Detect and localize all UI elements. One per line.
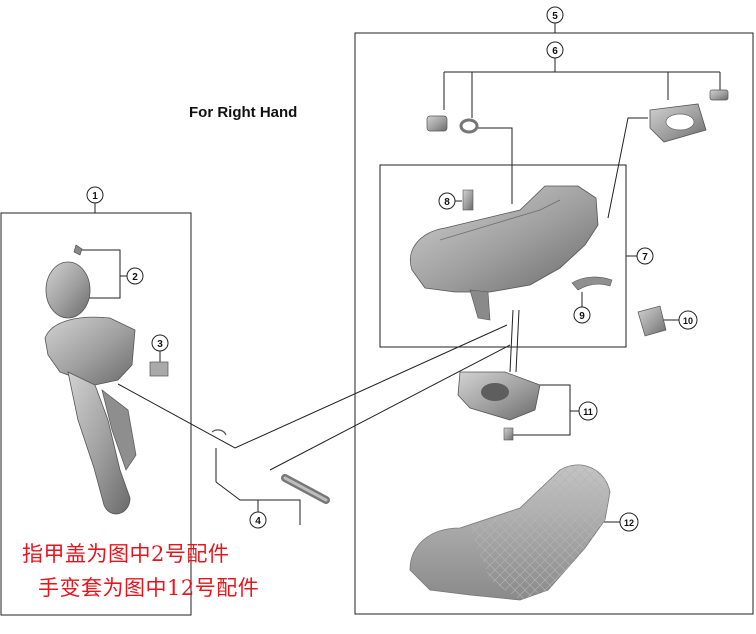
- brake-lever-blade: [67, 371, 131, 515]
- callout-4: 4: [249, 511, 267, 529]
- callout-5: 5: [546, 6, 564, 24]
- svg-text:9: 9: [579, 311, 585, 322]
- part-6-washer: [459, 118, 479, 134]
- svg-text:3: 3: [157, 339, 163, 350]
- svg-text:7: 7: [642, 252, 648, 263]
- part-7-body: [410, 185, 599, 293]
- part-2-screw: [73, 244, 83, 256]
- svg-text:11: 11: [583, 407, 593, 417]
- callout-12: 12: [619, 512, 639, 532]
- callout-1: 1: [86, 186, 104, 204]
- part-10-plate: [637, 305, 667, 337]
- shift-lever-blade: [101, 389, 137, 471]
- part-3-piece: [149, 361, 169, 377]
- callout-3: 3: [151, 334, 169, 352]
- part-9-spring: [571, 276, 613, 291]
- svg-text:1: 1: [92, 191, 98, 202]
- callout-11: 11: [578, 401, 598, 421]
- lever-assembly: [44, 244, 330, 515]
- callout-10: 10: [678, 310, 698, 330]
- diagram-title: For Right Hand: [189, 104, 298, 121]
- part-6-set: [426, 89, 729, 143]
- main-body: [410, 185, 667, 337]
- callout-7: 7: [636, 247, 654, 265]
- callout-2: 2: [126, 267, 144, 285]
- note-line-1: 指甲盖为图中2号配件: [22, 542, 230, 566]
- svg-text:2: 2: [132, 272, 138, 283]
- part-11-set: [457, 371, 541, 441]
- svg-text:12: 12: [624, 518, 634, 528]
- svg-text:4: 4: [255, 516, 261, 527]
- part-12-hood: [409, 464, 611, 601]
- part-6-bolt: [426, 115, 448, 132]
- svg-text:8: 8: [444, 197, 450, 208]
- part-1-frame: [0, 212, 192, 616]
- svg-text:10: 10: [683, 316, 693, 326]
- part-8-bolt: [462, 189, 474, 211]
- callout-6: 6: [546, 41, 564, 59]
- part-5-frame: [354, 32, 754, 615]
- callout-8: 8: [438, 192, 456, 210]
- leader-lines: [80, 23, 721, 525]
- lever-body: [44, 316, 136, 386]
- part-11-screw: [503, 427, 514, 441]
- part-6-screw: [709, 89, 729, 101]
- callout-9: 9: [573, 306, 591, 324]
- part-4-clip: [211, 429, 227, 436]
- part-2-cover: [45, 261, 91, 319]
- note-line-2: 手变套为图中12号配件: [38, 576, 260, 600]
- callout-markers: 1 2 3 4 5 6 7 8 9 10 11 12: [86, 6, 698, 532]
- svg-text:6: 6: [552, 46, 558, 57]
- svg-text:5: 5: [552, 11, 558, 22]
